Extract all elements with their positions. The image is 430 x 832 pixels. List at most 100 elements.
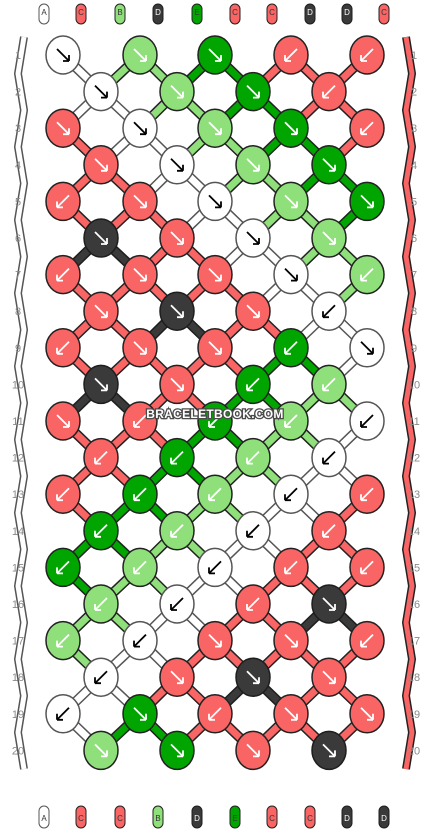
knot [83,584,119,624]
arrow-down-left-icon [56,194,70,209]
arrow-down-left-icon [360,121,374,135]
knot [159,145,195,185]
knot [83,218,119,258]
row-number-left: 5 [15,196,21,208]
row-number-right: 10 [408,379,420,391]
arrow-down-left-icon [94,597,108,611]
strand-top [266,3,278,25]
knot [197,35,233,75]
knot [311,584,347,624]
row-number-left: 1 [15,50,21,62]
arrow-down-right-icon [170,231,184,245]
arrow-down-left-icon [56,341,70,355]
strand-bottom [304,805,316,829]
strand-bottom-label: A [41,814,47,823]
knot [45,328,81,368]
arrow-down-left-icon [94,670,108,684]
knots-layer [45,35,385,771]
arrow-down-right-icon [208,633,222,648]
knot [311,218,347,258]
knot [83,145,119,185]
row-number-left: 10 [12,379,24,391]
arrow-down-left-icon [133,414,147,428]
arrow-down-left-icon [170,450,184,465]
knot [197,474,233,514]
knot [45,694,81,734]
arrow-down-right-icon [133,194,147,209]
row-number-right: 12 [408,453,420,465]
row-number-right: 18 [408,672,420,684]
row-number-left: 2 [15,87,21,99]
knot [45,35,81,75]
row-number-right: 17 [408,636,420,648]
knot [159,71,195,112]
knot [83,71,119,112]
arrow-down-right-icon [170,377,184,392]
strand-top [75,3,87,25]
arrow-down-left-icon [360,560,374,575]
knot [197,328,233,368]
arrow-down-left-icon [284,560,298,575]
strand-top [38,3,50,25]
strand-top-label: D [344,8,350,17]
arrow-down-left-icon [246,377,260,392]
knot [235,730,271,771]
strand-bottom-label: C [269,814,275,823]
knot [197,181,233,222]
row-number-right: 3 [411,123,417,135]
strand-top-label: E [194,8,199,17]
strand-bottom-label: C [307,814,313,823]
knot [122,181,158,222]
arrow-down-right-icon [322,597,336,611]
knot [273,474,309,514]
arrow-down-left-icon [360,267,374,282]
knot [45,547,81,588]
knot [45,108,81,148]
arrow-down-right-icon [208,121,222,135]
arrow-down-left-icon [56,633,70,648]
arrow-down-right-icon [246,231,260,245]
row-number-left: 4 [15,160,21,172]
knot [122,108,158,148]
knot [235,145,271,185]
arrow-down-left-icon [208,487,222,501]
arrow-down-left-icon [322,524,336,538]
strand-top-label: D [307,8,313,17]
knot [159,364,195,405]
arrow-down-left-icon [360,414,374,428]
strand-bottom [38,805,50,829]
arrow-down-right-icon [284,267,298,282]
knot [349,35,385,75]
strand-bottom [75,805,87,829]
knot [83,730,119,771]
arrow-down-right-icon [284,121,298,135]
knot [235,657,271,697]
row-number-left: 11 [12,416,23,428]
arrow-down-left-icon [284,487,298,501]
arrow-down-right-icon [133,267,147,282]
arrow-down-left-icon [360,487,374,501]
arrow-down-right-icon [284,194,298,209]
arrow-down-right-icon [94,304,108,318]
knot [273,181,309,222]
row-number-left: 3 [15,123,21,135]
arrow-down-right-icon [94,84,108,99]
strand-top [114,3,126,25]
knot [159,657,195,697]
arrow-down-right-icon [133,121,147,135]
arrow-down-right-icon [208,48,222,62]
strand-bottom [266,805,278,829]
knot [273,35,309,75]
arrow-down-right-icon [56,414,70,428]
arrow-down-left-icon [133,560,147,575]
row-number-right: 15 [408,562,420,574]
strand-top [229,3,241,25]
knot [122,328,158,368]
knot [311,437,347,478]
knot [159,730,195,771]
strand-top [304,3,316,25]
row-number-left: 6 [15,233,21,245]
strand-top-label: C [381,8,387,17]
row-number-left: 15 [12,562,24,574]
arrow-down-left-icon [284,341,298,355]
